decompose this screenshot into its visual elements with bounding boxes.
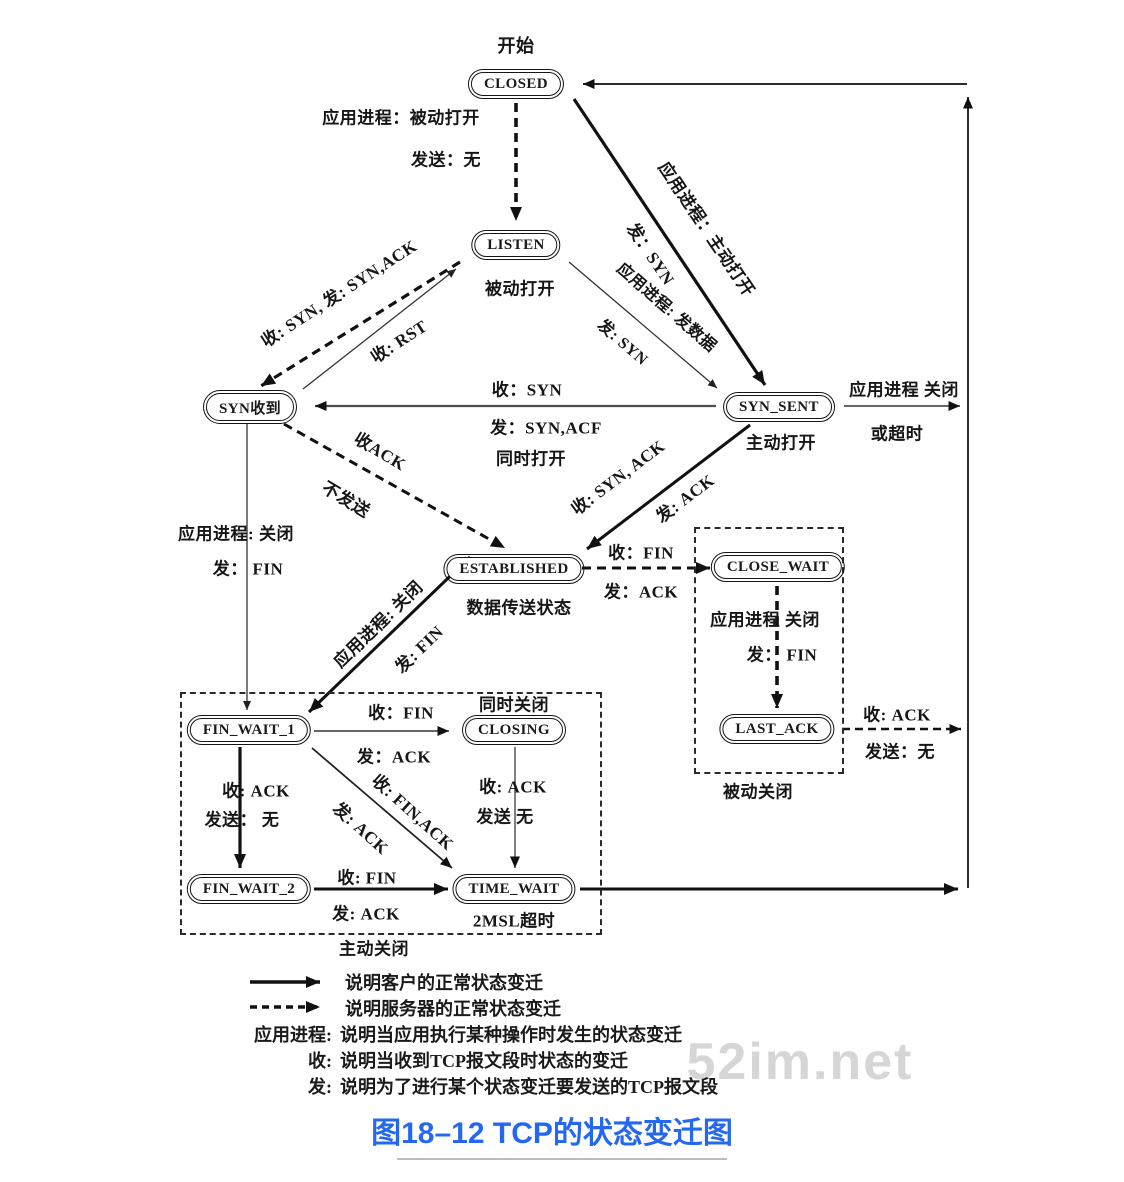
label-closed-listen-2: 发送：无 bbox=[411, 150, 481, 170]
label-est-closewait-2: 发：ACK bbox=[603, 582, 679, 602]
legend-app-desc: 说明当应用执行某种操作时发生的状态变迁 bbox=[340, 1025, 682, 1045]
legend-recv-desc: 说明当收到TCP报文段时状态的变迁 bbox=[340, 1051, 628, 1071]
edge-synsent-to-established bbox=[586, 423, 751, 551]
node-syn-rcvd: SYN收到 bbox=[202, 390, 298, 424]
label-lastack-closed-2: 发送：无 bbox=[865, 742, 935, 762]
label-synsent-subtitle: 主动打开 bbox=[746, 433, 816, 453]
legend-send-key: 发: bbox=[308, 1077, 332, 1097]
label-synsent-synrcvd-3: 同时打开 bbox=[496, 449, 566, 469]
label-finwait1-closing-2: 发：ACK bbox=[356, 747, 432, 767]
label-active-close: 主动关闭 bbox=[339, 939, 409, 959]
label-synsent-synrcvd-2: 发：SYN,ACF bbox=[490, 418, 602, 438]
label-synsent-closed-1: 应用进程 关闭 bbox=[849, 380, 959, 400]
edge-established-to-finwait1 bbox=[307, 555, 472, 714]
label-finwait1-finwait2-1: 收: ACK bbox=[222, 781, 290, 801]
label-finwait2-timewait-1: 收: FIN bbox=[337, 868, 397, 888]
edge-synrcvd-to-listen bbox=[302, 268, 457, 390]
label-closewait-lastack-2: 发： FIN bbox=[746, 645, 818, 665]
start-label: 开始 bbox=[497, 36, 535, 56]
node-closing: CLOSING bbox=[462, 715, 566, 745]
legend-server-desc: 说明服务器的正常状态变迁 bbox=[345, 999, 561, 1019]
legend-app-key: 应用进程: bbox=[254, 1025, 332, 1045]
edge-listen-to-synsent bbox=[568, 261, 718, 389]
node-last-ack: LAST_ACK bbox=[719, 714, 835, 744]
edge-finwait1-to-timewait bbox=[311, 747, 453, 869]
edge-synrcvd-to-established bbox=[283, 422, 506, 550]
node-fin-wait-1: FIN_WAIT_1 bbox=[186, 715, 312, 745]
node-fin-wait-2: FIN_WAIT_2 bbox=[186, 874, 312, 904]
legend-send-desc: 说明为了进行某个状态变迁要发送的TCP报文段 bbox=[340, 1077, 718, 1097]
node-time-wait: TIME_WAIT bbox=[452, 874, 576, 904]
label-established-subtitle: 数据传送状态 bbox=[466, 598, 572, 618]
label-closewait-lastack-1: 应用进程 关闭 bbox=[710, 610, 820, 630]
label-finwait2-timewait-2: 发: ACK bbox=[332, 904, 400, 924]
node-syn-sent: SYN_SENT bbox=[723, 392, 835, 422]
label-closing-timewait-1: 收: ACK bbox=[479, 777, 547, 797]
label-finwait1-closing-1: 收：FIN bbox=[368, 703, 434, 723]
passive-close-group-box bbox=[694, 527, 844, 774]
label-finwait1-finwait2-2: 发送： 无 bbox=[204, 810, 280, 830]
label-closed-listen-1: 应用进程：被动打开 bbox=[322, 108, 480, 128]
label-synrcvd-finwait1-2: 发： FIN bbox=[212, 559, 284, 579]
label-listen-subtitle: 被动打开 bbox=[485, 279, 555, 299]
caption-divider bbox=[397, 1158, 727, 1160]
label-timewait-subtitle: 2MSL超时 bbox=[472, 911, 556, 931]
label-synrcvd-finwait1-1: 应用进程: 关闭 bbox=[178, 524, 294, 544]
label-synsent-closed-2: 或超时 bbox=[870, 424, 924, 444]
label-est-closewait-1: 收：FIN bbox=[608, 543, 674, 563]
legend-client-desc: 说明客户的正常状态变迁 bbox=[345, 973, 543, 993]
node-listen: LISTEN bbox=[471, 230, 561, 260]
legend-recv-key: 收: bbox=[308, 1051, 332, 1071]
label-lastack-closed-1: 收: ACK bbox=[863, 705, 931, 725]
figure-caption: 图18–12 TCP的状态变迁图 bbox=[371, 1117, 733, 1150]
active-close-group-box bbox=[180, 692, 602, 935]
label-closing-timewait-2: 发送 无 bbox=[476, 807, 534, 827]
node-established: ESTABLISHED bbox=[443, 554, 585, 584]
edge-listen-to-synrcvd bbox=[260, 260, 461, 388]
label-closing-note: 同时关闭 bbox=[479, 695, 549, 715]
label-synsent-synrcvd-1: 收：SYN bbox=[491, 380, 563, 400]
node-closed: CLOSED bbox=[467, 69, 565, 99]
label-passive-close: 被动关闭 bbox=[723, 782, 793, 802]
node-close-wait: CLOSE_WAIT bbox=[710, 552, 846, 582]
watermark: 52im.net bbox=[686, 1033, 914, 1091]
edge-closed-to-synsent bbox=[572, 98, 767, 386]
